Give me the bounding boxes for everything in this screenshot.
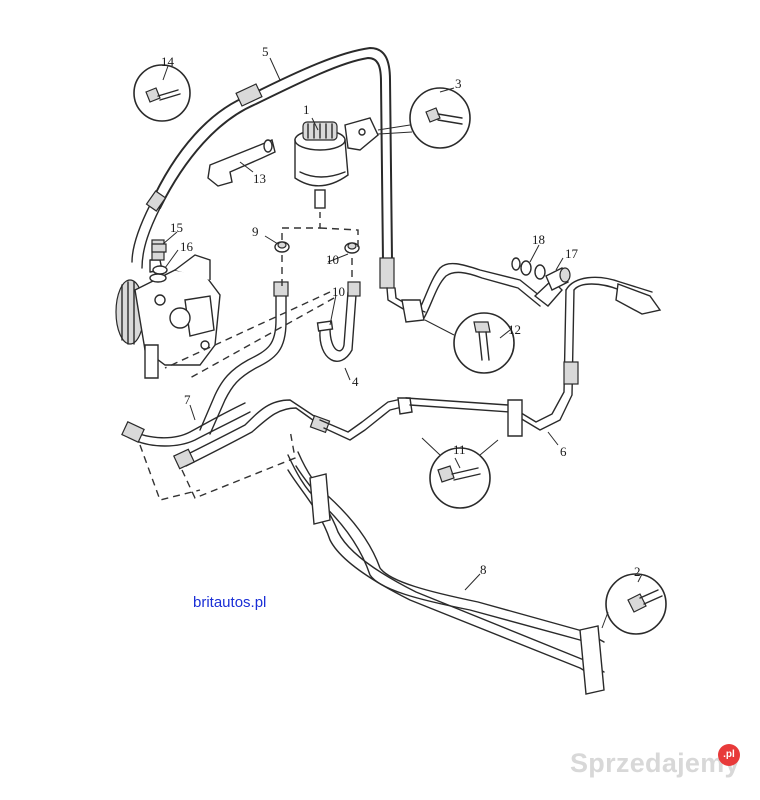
callout-11	[421, 437, 499, 509]
clip-9	[274, 241, 290, 253]
label-6: 6	[560, 444, 567, 459]
site-label: britautos.pl	[193, 594, 267, 611]
pipe-8	[287, 451, 605, 695]
label-9: 9	[252, 224, 259, 239]
hose-4	[199, 281, 361, 435]
label-4: 4	[352, 374, 359, 389]
steering-pump	[115, 239, 221, 379]
label-12: 12	[508, 322, 521, 337]
label-5: 5	[262, 44, 269, 59]
watermark-text: Sprzedajemy	[570, 748, 740, 778]
watermark-badge: .pl	[718, 744, 740, 766]
label-16: 16	[180, 239, 194, 254]
label-7: 7	[184, 392, 191, 407]
assembly-lines	[139, 212, 359, 501]
callout-2	[601, 573, 667, 635]
label-18: 18	[532, 232, 545, 247]
clip-10	[344, 242, 360, 254]
reservoir-1	[294, 117, 379, 209]
label-3: 3	[455, 76, 462, 91]
callout-3	[377, 87, 471, 149]
bolt-15	[151, 243, 167, 253]
label-14: 14	[161, 54, 175, 69]
callout-14	[133, 64, 191, 122]
washer-16	[152, 265, 168, 275]
label-8: 8	[480, 562, 487, 577]
label-10b: 10	[332, 284, 345, 299]
label-10a: 10	[326, 252, 339, 267]
pipe-upper-right	[401, 262, 662, 323]
label-13: 13	[253, 171, 266, 186]
callout-12	[424, 312, 515, 374]
label-1: 1	[303, 102, 310, 117]
fitting-18	[511, 257, 546, 280]
label-2: 2	[634, 564, 641, 579]
label-11: 11	[453, 442, 466, 457]
part-number-labels: 5 1 3 14 13 15 16 9 10 10 4 18 17 12 7 6…	[161, 44, 641, 579]
fitting-17	[545, 267, 571, 291]
label-15: 15	[170, 220, 183, 235]
hose-7	[121, 289, 579, 470]
leaders	[162, 57, 643, 591]
label-17: 17	[565, 246, 579, 261]
